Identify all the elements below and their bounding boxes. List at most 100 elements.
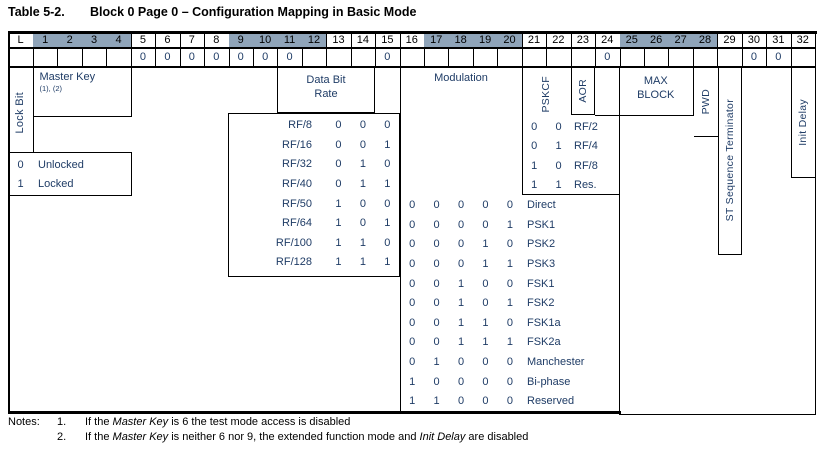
bit-value-cell-5: 0 — [131, 48, 157, 66]
table-right-border — [814, 31, 816, 415]
bit-value-cell-4 — [106, 48, 132, 66]
header-separator-line — [8, 47, 815, 49]
bit-digit: 1 — [531, 179, 538, 191]
bit-digit: 0 — [458, 199, 465, 211]
list-row-label: FSK2a — [527, 336, 561, 349]
bit-header-cell-5: 5 — [131, 33, 157, 47]
bit-value-cell-10: 0 — [253, 48, 279, 66]
bit-digit: 0 — [433, 316, 440, 329]
bit-digit: 1 — [506, 257, 514, 270]
bit-digit: 1 — [384, 177, 391, 190]
bit-header-cell-1: 1 — [33, 33, 59, 47]
note-text: are disabled — [465, 431, 529, 443]
bit-value-cell-11: 0 — [277, 48, 303, 66]
bit-header-cell-25: 25 — [619, 33, 645, 47]
st-sequence-terminator-label: ST Sequence Terminator — [723, 99, 736, 222]
note-text-italic: Master Key — [112, 416, 169, 428]
bit-digit: 0 — [506, 316, 514, 329]
bit-value-cell-6: 0 — [155, 48, 181, 66]
bit-value-cell-27 — [668, 48, 694, 66]
bit-digit: 0 — [433, 257, 440, 270]
bit-digit: 0 — [458, 238, 465, 251]
bit-digit: 1 — [359, 158, 366, 171]
bit-digit: 1 — [506, 218, 514, 231]
bit-value-cell-23 — [571, 48, 597, 66]
bit-value-cell-30: 0 — [742, 48, 768, 66]
bit-digit: 1 — [506, 336, 514, 349]
max-block-box: MAX BLOCK — [619, 67, 694, 116]
list-row-label: RF/16 — [282, 138, 312, 151]
list-row-label: RF/4 — [574, 140, 598, 152]
bit-digit: 0 — [433, 238, 440, 251]
bit-value-cell-3 — [82, 48, 108, 66]
bit-digit: 0 — [359, 217, 366, 230]
list-row-label: PSK3 — [527, 257, 556, 270]
bit-digit: 1 — [359, 236, 366, 249]
bit-digit: 0 — [433, 277, 440, 290]
bit-digit: 0 — [409, 218, 416, 231]
note-number: 2. — [57, 431, 67, 443]
bit-digit: 0 — [409, 199, 416, 211]
list-row-label: RF/100 — [275, 236, 312, 249]
pskcf-cell: PSKCF — [535, 71, 556, 117]
bit-digit: 0 — [433, 375, 440, 388]
bit-value-cell-31: 0 — [766, 48, 792, 66]
bit-digit: 0 — [506, 277, 514, 290]
bit-digit: 0 — [409, 356, 416, 369]
data-bit-rate-list-box — [228, 113, 400, 277]
bit-digit: 0 — [359, 197, 366, 210]
bit-digit: 1 — [458, 297, 465, 310]
list-row-label: RF/2 — [574, 120, 598, 133]
bit-digit: 1 — [335, 236, 342, 249]
list-row-label: PSK2 — [527, 238, 556, 251]
list-row-label: RF/32 — [282, 158, 312, 171]
bit-header-cell-23: 23 — [571, 33, 597, 47]
bit-digit: 0 — [359, 138, 366, 151]
bit-header-cell-15: 15 — [375, 33, 401, 47]
bit-header-cell-28: 28 — [692, 33, 719, 47]
bit-value-cell-2 — [57, 48, 83, 66]
bit-digit: 1 — [482, 336, 489, 349]
bit-digit: 0 — [506, 199, 514, 211]
bit-digit: 0 — [531, 120, 538, 133]
bit-value-cell-13 — [326, 48, 352, 66]
note-text-italic: Init Delay — [419, 431, 466, 443]
list-row-label: Res. — [574, 179, 597, 191]
bit-header-cell-22: 22 — [546, 33, 572, 47]
bit-value-cell-22 — [546, 48, 572, 66]
bit-digit: 1 — [384, 138, 391, 151]
bit-header-cell-9: 9 — [228, 33, 254, 47]
bit-digit: 0 — [458, 375, 465, 388]
notes-label: Notes: — [8, 416, 40, 428]
bit-digit: 0 — [433, 218, 440, 231]
bit-value-cell-12 — [302, 48, 328, 66]
list-row-label: Bi-phase — [527, 375, 571, 388]
table-title: Block 0 Page 0 – Configuration Mapping i… — [90, 5, 417, 19]
bit-header-cell-17: 17 — [424, 33, 450, 47]
bit-value-cell-14 — [351, 48, 377, 66]
bit-digit: 0 — [384, 119, 391, 131]
bit-digit: 0 — [384, 158, 391, 171]
bit-digit: 1 — [531, 159, 538, 172]
bit-header-cell-11: 11 — [277, 33, 303, 47]
bit-digit: 1 — [359, 256, 366, 269]
note-row: 2.If the Master Key is neither 6 nor 9, … — [8, 430, 820, 445]
bit-digit: 0 — [458, 395, 465, 408]
bit-digit: 0 — [409, 336, 416, 349]
notes: Notes:1.If the Master Key is 6 the test … — [8, 415, 820, 445]
note-number: 1. — [57, 416, 67, 428]
bit-digit: 1 — [482, 238, 489, 251]
